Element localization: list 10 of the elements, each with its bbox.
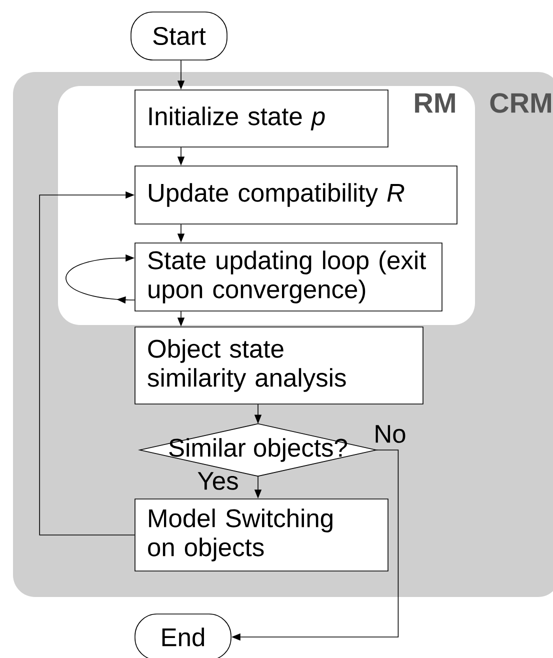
- edge-label: No: [376, 425, 406, 443]
- terminal-box: End: [134, 614, 232, 658]
- process-box: Model Switching on objects: [134, 498, 388, 572]
- arrow: [66, 254, 135, 304]
- process-box: Initialize state p: [134, 90, 388, 148]
- terminal-box: Start: [130, 12, 228, 60]
- process-box: State updating loop (exit upon convergence): [134, 242, 442, 312]
- process-box: Update compatibility R: [134, 166, 458, 224]
- arrow: [39, 191, 135, 536]
- process-box: Object state similarity analysis: [134, 326, 424, 404]
